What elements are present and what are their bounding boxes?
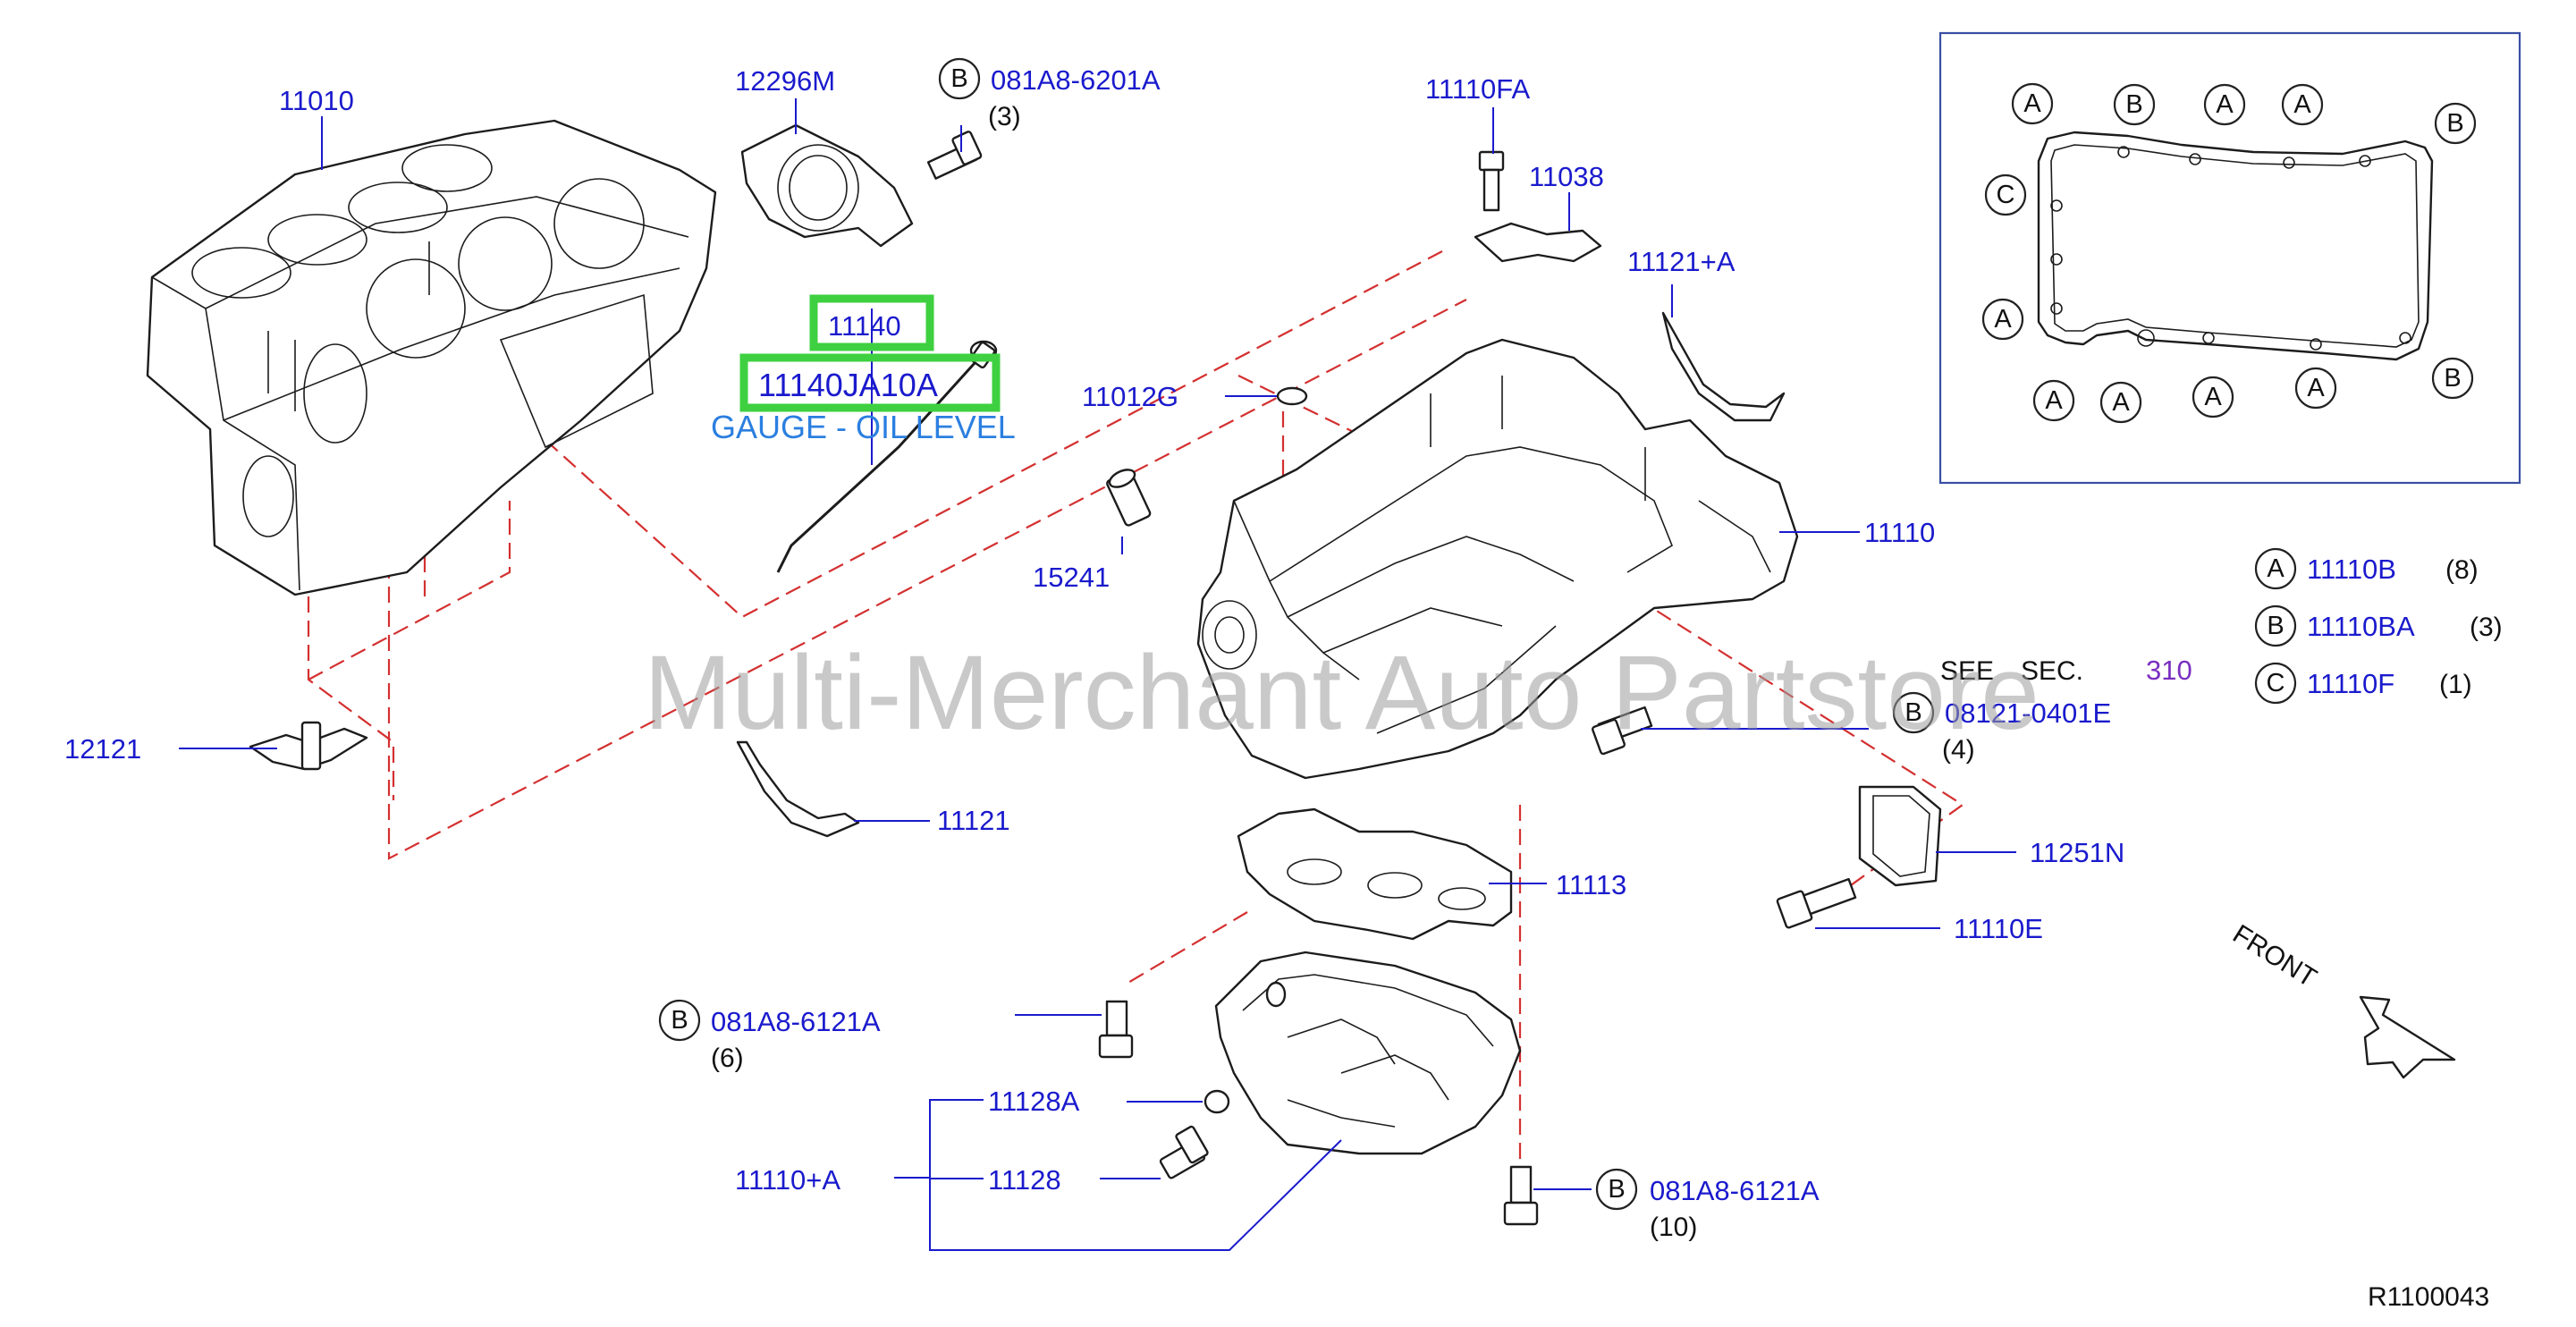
cylinder-block <box>146 119 717 596</box>
pan-bolt2-qty: (10) <box>1650 1213 1697 1242</box>
legend-part[interactable]: 11110F <box>2307 668 2394 699</box>
seal-bolt-code: B <box>950 64 967 93</box>
pan-bolt2-code-circle <box>1595 1168 1638 1211</box>
inset-bottom-code: A <box>2307 374 2325 402</box>
pan-bolt2-code: B <box>1608 1175 1625 1204</box>
seal-bolt-part <box>926 131 983 180</box>
label-baffle[interactable]: 11113 <box>1556 869 1626 900</box>
inset-bottom-code: A <box>2112 388 2130 417</box>
label-cover-plus[interactable]: 11121+A <box>1627 246 1736 277</box>
front-arrow-icon <box>2359 995 2456 1079</box>
label-seal-bolt[interactable]: 081A8-6201A <box>991 64 1161 96</box>
label-gauge-part[interactable]: 11140JA10A <box>758 367 938 403</box>
inset-top-code: A <box>2023 89 2041 118</box>
sec-text: SEC. <box>2021 656 2083 686</box>
label-rear-bolt[interactable]: 11110FA <box>1425 73 1531 105</box>
upper-bolt-code-circle <box>1892 691 1935 734</box>
label-jet[interactable]: 12121 <box>64 733 141 765</box>
seal-bolt-code-circle <box>938 57 981 100</box>
pan-bolt-part <box>1503 1165 1539 1226</box>
label-gauge-name: GAUGE - OIL LEVEL <box>711 409 1016 445</box>
inset-bottom-code: A <box>2045 386 2063 415</box>
legend-qty: (1) <box>2439 670 2472 699</box>
leader-lines <box>179 98 2016 1251</box>
label-drain-plug[interactable]: 11128 <box>988 1164 1061 1196</box>
inset-bolt-codes: A B A A B C A A A A A B <box>1981 82 2477 424</box>
legend-part[interactable]: 11110BA <box>2307 611 2415 642</box>
cover-plus-part <box>1661 311 1786 422</box>
legend-qty: (8) <box>2445 555 2479 585</box>
watermark: Multi-Merchant Auto Partstore <box>644 634 2040 752</box>
upper-bolt-qty: (4) <box>1942 735 1975 765</box>
label-upper-pan[interactable]: 11110 <box>1864 517 1935 548</box>
label-gauge[interactable]: 11140 <box>828 310 901 342</box>
seal-bolt-qty: (3) <box>988 102 1021 131</box>
pan-bolt-part <box>1098 1000 1134 1059</box>
legend-code: C <box>2267 669 2285 697</box>
dowel-part <box>1106 469 1152 527</box>
label-washer[interactable]: 11128A <box>988 1086 1080 1117</box>
rear-oil-seal <box>740 123 914 248</box>
label-filter-gasket[interactable]: 11251N <box>2030 837 2124 868</box>
label-pan-bolt2[interactable]: 081A8-6121A <box>1650 1175 1820 1206</box>
inset-left-code: C <box>1997 181 2015 209</box>
label-plug[interactable]: 11012G <box>1082 381 1178 412</box>
filter-bolt-part <box>1776 877 1857 929</box>
label-filter-bolt[interactable]: 11110E <box>1954 913 2043 944</box>
label-upper-bolt[interactable]: 08121-0401E <box>1945 697 2111 729</box>
baffle-part <box>1237 807 1513 941</box>
lower-oil-pan <box>1214 951 1522 1155</box>
upper-bolt-code: B <box>1905 698 1921 727</box>
label-dowel[interactable]: 15241 <box>1033 562 1110 593</box>
upper-oil-pan <box>1196 338 1799 780</box>
inset-top-code: B <box>2125 90 2142 119</box>
oil-jet-part <box>249 721 368 771</box>
legend-qty: (3) <box>2470 613 2503 642</box>
inset-top-code: B <box>2446 109 2463 138</box>
inset-top-code: A <box>2293 90 2311 119</box>
front-label: FRONT <box>2227 919 2321 993</box>
drawing-number: R1100043 <box>2368 1282 2489 1312</box>
inset-left-code: A <box>1994 305 2012 334</box>
washer-part <box>1204 1089 1230 1114</box>
see-text: SEE <box>1940 656 1994 686</box>
pan-bolt1-qty: (6) <box>711 1044 744 1073</box>
label-seal[interactable]: 12296M <box>735 65 835 97</box>
filter-gasket-part <box>1858 785 1942 887</box>
pan-bolt1-code: B <box>671 1006 688 1035</box>
bolt-legend: A 11110B (8) B 11110BA (3) C 11110F (1) <box>2254 547 2503 705</box>
cover-part <box>736 740 860 838</box>
label-cover[interactable]: 11121 <box>937 805 1010 836</box>
inset-gasket <box>2037 131 2434 361</box>
bracket-part <box>1474 222 1602 263</box>
inset-bottom-code: A <box>2204 383 2222 411</box>
label-pan-assy[interactable]: 11110+A <box>735 1164 840 1196</box>
label-block[interactable]: 11010 <box>279 85 354 116</box>
upper-bolt-part <box>1592 706 1653 756</box>
gauge-part-highlight-box <box>739 353 1001 412</box>
label-pan-bolt1[interactable]: 081A8-6121A <box>711 1006 881 1037</box>
inset-top-code: A <box>2216 90 2234 119</box>
section-ref-link[interactable]: 310 <box>2146 655 2192 686</box>
plug-part <box>1276 386 1308 406</box>
rear-bolt-part <box>1478 150 1505 212</box>
gauge-highlight-box <box>809 294 934 351</box>
legend-code: A <box>2267 554 2285 583</box>
legend-part[interactable]: 11110B <box>2307 554 2396 585</box>
inset-bottom-code: B <box>2444 364 2461 393</box>
pan-bolt1-code-circle <box>658 999 701 1042</box>
legend-code: B <box>2267 612 2284 640</box>
label-bracket[interactable]: 11038 <box>1529 161 1604 192</box>
drain-plug-part <box>1159 1125 1209 1179</box>
